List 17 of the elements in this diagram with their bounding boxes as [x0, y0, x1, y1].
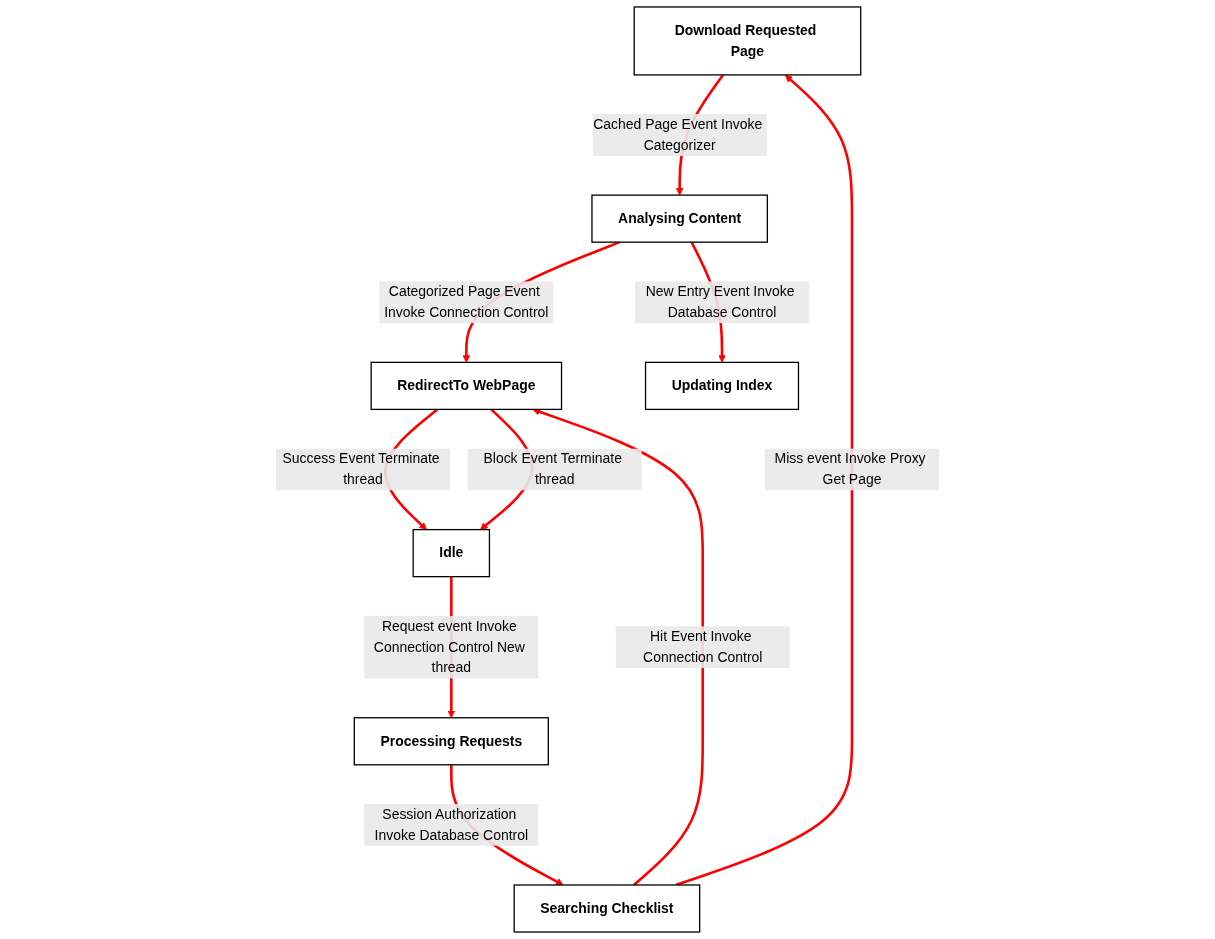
edge-label: Cached Page Event Invoke Categorizer — [593, 116, 763, 153]
edge-label: Session Authorization Invoke Database Control — [374, 806, 528, 843]
node-box: Analysing Content — [591, 194, 768, 243]
node-box: RedirectTo WebPage — [370, 361, 563, 411]
edge-label: Categorized Page Event Invoke Connection Control — [384, 283, 549, 320]
node-box: Idle — [412, 528, 491, 578]
edge-label: Success Event Terminate thread — [282, 451, 440, 487]
edge-label: Miss event Invoke Proxy Get Page — [774, 451, 926, 487]
node-box: Updating Index — [644, 361, 800, 411]
edge-label: Request event Invoke Connection Control New thread — [373, 618, 525, 676]
node-box: Processing Requests — [353, 717, 549, 766]
edge-label: New Entry Event Invoke Database Control — [645, 283, 795, 320]
edge-label: Hit Event Invoke Connection Control — [643, 628, 763, 665]
node-box: Download Requested Page — [633, 6, 862, 76]
node-box: Searching Checklist — [513, 884, 701, 933]
arrow — [532, 408, 705, 886]
edge-label: Block Event Terminate thread — [483, 451, 622, 487]
